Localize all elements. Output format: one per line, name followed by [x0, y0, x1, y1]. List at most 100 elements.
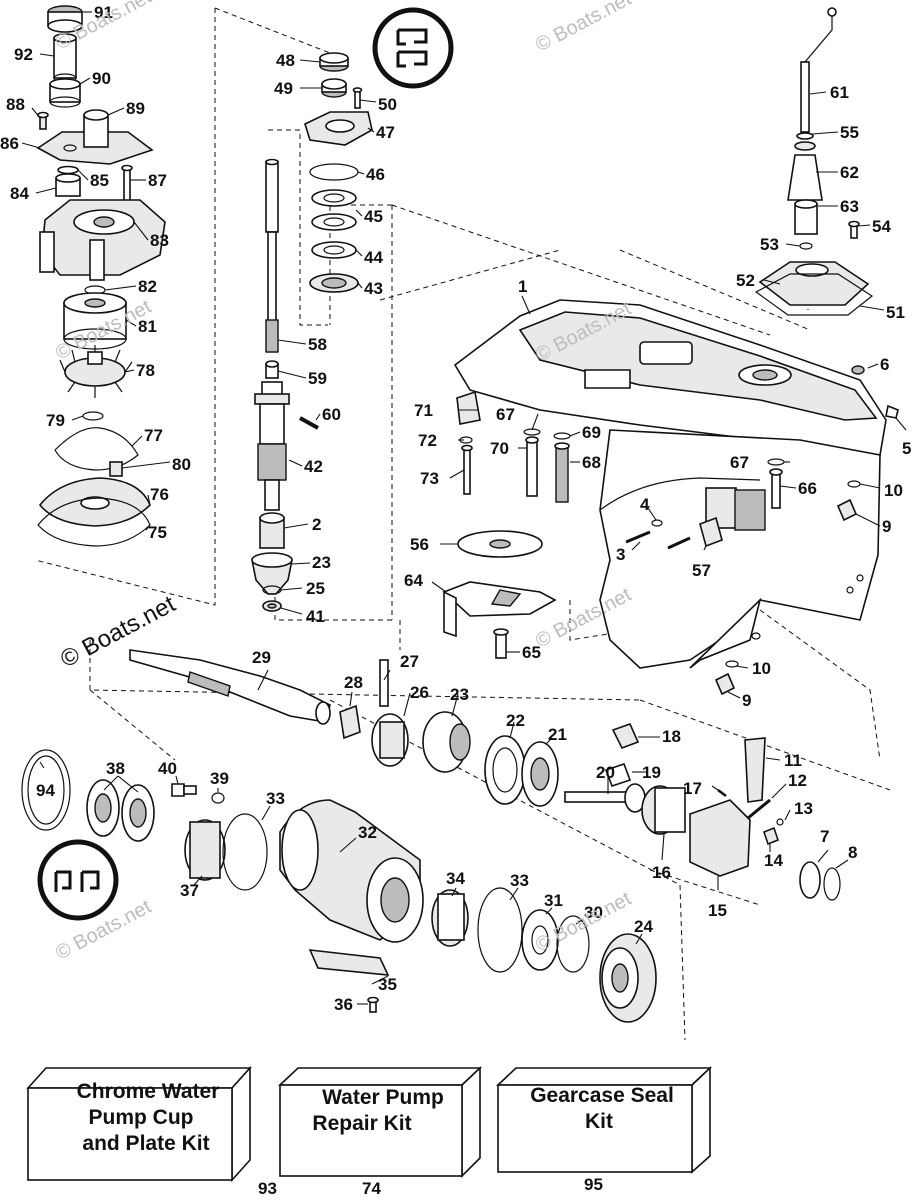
callout-24: 24 — [634, 917, 653, 936]
callout-9a: 9 — [882, 517, 891, 536]
kit-box-gearcase-seal: Gearcase Seal Kit — [495, 1066, 713, 1174]
callout-6: 6 — [880, 355, 889, 374]
kit-label-line: and Plate Kit — [82, 1132, 209, 1155]
watermark: © Boats.net — [532, 0, 635, 56]
callout-8: 8 — [848, 843, 857, 862]
callout-21: 21 — [548, 725, 567, 744]
propeller-shaft-parts — [129, 649, 841, 901]
callout-43: 43 — [364, 279, 383, 298]
callout-40: 40 — [158, 759, 177, 778]
callout-50: 50 — [378, 95, 397, 114]
sealant-symbol-bottom — [37, 839, 119, 921]
callout-89: 89 — [126, 99, 145, 118]
callout-73: 73 — [420, 469, 439, 488]
callout-87: 87 — [148, 171, 167, 190]
callout-44: 44 — [364, 248, 383, 267]
callout-35: 35 — [378, 975, 397, 994]
callout-16: 16 — [652, 863, 671, 882]
water-pump-parts — [36, 5, 166, 547]
driveshaft-parts — [251, 52, 373, 612]
callout-62: 62 — [840, 163, 859, 182]
callout-3: 3 — [616, 545, 625, 564]
callout-83: 83 — [150, 231, 169, 250]
callout-12: 12 — [788, 771, 807, 790]
callout-34: 34 — [446, 869, 465, 888]
callout-56: 56 — [410, 535, 429, 554]
callout-55: 55 — [840, 123, 859, 142]
callout-68: 68 — [582, 453, 601, 472]
callout-25: 25 — [306, 579, 325, 598]
kit-label-line: Pump Cup — [89, 1106, 194, 1129]
kit-label-line: Gearcase Seal — [530, 1084, 674, 1107]
callout-10b: 10 — [752, 659, 771, 678]
callout-18: 18 — [662, 727, 681, 746]
bearing-carrier-parts — [21, 749, 657, 1023]
callout-93: 93 — [258, 1179, 277, 1198]
callout-84: 84 — [10, 184, 29, 203]
callout-57: 57 — [692, 561, 711, 580]
callout-49: 49 — [274, 79, 293, 98]
callout-10a: 10 — [884, 481, 903, 500]
callout-88: 88 — [6, 95, 25, 114]
callout-29: 29 — [252, 648, 271, 667]
callout-95: 95 — [584, 1175, 603, 1194]
callout-33b: 33 — [510, 871, 529, 890]
assembly-guide-lines — [34, 7, 891, 1041]
callout-2: 2 — [312, 515, 321, 534]
callout-5: 5 — [902, 439, 911, 458]
callout-86: 86 — [0, 134, 19, 153]
callout-31: 31 — [544, 891, 563, 910]
callout-66: 66 — [798, 479, 817, 498]
callout-72: 72 — [418, 431, 437, 450]
callout-23a: 23 — [312, 553, 331, 572]
gearcase-housing — [453, 299, 887, 669]
callout-81: 81 — [138, 317, 157, 336]
callout-67b: 67 — [730, 453, 749, 472]
callout-75: 75 — [148, 523, 167, 542]
callout-20: 20 — [596, 763, 615, 782]
callout-4: 4 — [640, 495, 650, 514]
callout-30: 30 — [584, 903, 603, 922]
callout-59: 59 — [308, 369, 327, 388]
callout-41: 41 — [306, 607, 325, 626]
callout-17: 17 — [683, 779, 702, 798]
callout-74: 74 — [362, 1179, 381, 1198]
kit-label-line: Repair Kit — [312, 1112, 411, 1135]
callout-leaders — [21, 11, 907, 1005]
callout-27: 27 — [400, 652, 419, 671]
callout-45: 45 — [364, 207, 383, 226]
callout-63: 63 — [840, 197, 859, 216]
callout-92: 92 — [14, 45, 33, 64]
callout-79: 79 — [46, 411, 65, 430]
kit-box-water-pump-repair: Water Pump Repair Kit — [277, 1066, 483, 1178]
callout-71: 71 — [414, 401, 433, 420]
callout-91: 91 — [94, 3, 113, 22]
callout-69: 69 — [582, 423, 601, 442]
shift-rod-parts — [754, 7, 874, 375]
callout-67a: 67 — [496, 405, 515, 424]
callout-78: 78 — [136, 361, 155, 380]
sealant-symbol-top — [372, 7, 454, 89]
callout-90: 90 — [92, 69, 111, 88]
callout-70: 70 — [490, 439, 509, 458]
kit-label-line: Chrome Water — [77, 1080, 220, 1103]
callout-82: 82 — [138, 277, 157, 296]
callout-15: 15 — [708, 901, 727, 920]
kit-label-line: Kit — [585, 1110, 613, 1133]
callout-23b: 23 — [450, 685, 469, 704]
callout-76: 76 — [150, 485, 169, 504]
callout-11: 11 — [784, 751, 802, 770]
callout-14: 14 — [764, 851, 783, 870]
center-small-parts — [442, 390, 899, 696]
callout-9b: 9 — [742, 691, 751, 710]
callout-37: 37 — [180, 881, 199, 900]
callout-7: 7 — [820, 827, 829, 846]
callout-52: 52 — [736, 271, 755, 290]
callout-39: 39 — [210, 769, 229, 788]
callout-19: 19 — [642, 763, 661, 782]
callout-38: 38 — [106, 759, 125, 778]
callout-26: 26 — [410, 683, 429, 702]
callout-22: 22 — [506, 711, 525, 730]
callout-53: 53 — [760, 235, 779, 254]
callout-33a: 33 — [266, 789, 285, 808]
